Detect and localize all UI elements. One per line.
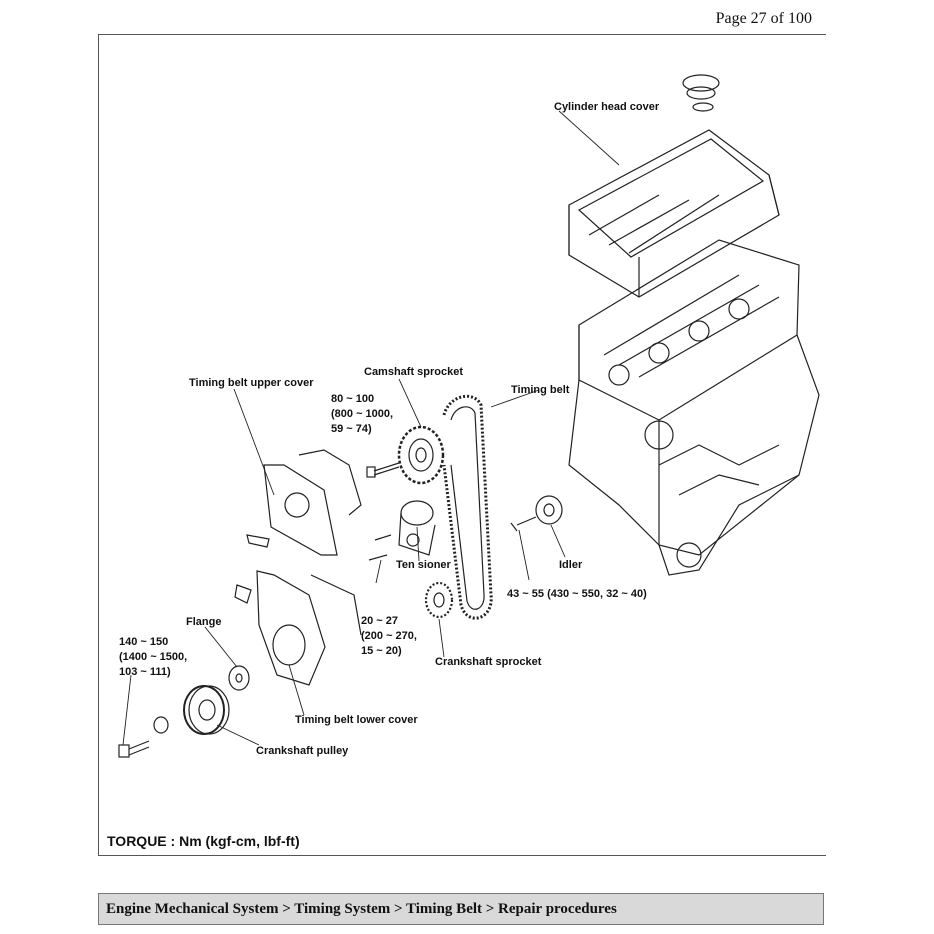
torque-tensioner-line2: (200 ~ 270, [361, 630, 417, 642]
label-camshaft-sprocket: Camshaft sprocket [364, 366, 463, 378]
page-number: Page 27 of 100 [715, 10, 812, 27]
label-cylinder-head-cover: Cylinder head cover [554, 101, 660, 113]
idler [510, 495, 563, 532]
label-crankshaft-sprocket: Crankshaft sprocket [435, 656, 542, 668]
label-crankshaft-pulley: Crankshaft pulley [256, 745, 349, 757]
camshaft-bolt [366, 462, 400, 478]
torque-camshaft-line1: 80 ~ 100 [331, 393, 374, 405]
torque-camshaft-line2: (800 ~ 1000, [331, 408, 393, 420]
crankshaft-pulley [153, 685, 230, 735]
crankshaft-sprocket [424, 581, 454, 619]
label-timing-belt-lower-cover: Timing belt lower cover [295, 714, 418, 726]
exploded-view-figure: Cylinder head cover Timing belt upper co… [98, 34, 826, 856]
timing-belt [442, 394, 493, 620]
cylinder-head-cover [568, 129, 780, 298]
torque-caption: TORQUE : Nm (kgf-cm, lbf-ft) [107, 833, 300, 849]
breadcrumb: Engine Mechanical System > Timing System… [98, 893, 824, 925]
leader-lines [122, 110, 620, 746]
tensioner-bolts [368, 534, 392, 561]
torque-idler: 43 ~ 55 (430 ~ 550, 32 ~ 40) [507, 588, 647, 600]
oil-filler-cap [682, 74, 720, 112]
engine-timing-diagram: Cylinder head cover Timing belt upper co… [118, 74, 820, 758]
flange [228, 665, 250, 691]
label-timing-belt: Timing belt [511, 384, 570, 396]
camshaft-sprocket [397, 425, 445, 485]
torque-crankshaft-line2: (1400 ~ 1500, [119, 651, 187, 663]
torque-tensioner-line1: 20 ~ 27 [361, 615, 398, 627]
engine-block [568, 239, 820, 576]
torque-crankshaft-line1: 140 ~ 150 [119, 636, 168, 648]
torque-camshaft-line3: 59 ~ 74) [331, 423, 372, 435]
label-tensioner: Ten sioner [396, 559, 452, 571]
timing-belt-upper-cover [246, 449, 362, 556]
label-idler: Idler [559, 559, 583, 571]
label-flange: Flange [186, 616, 221, 628]
timing-belt-lower-cover [234, 570, 362, 686]
crankshaft-bolt [118, 740, 150, 758]
torque-tensioner-line3: 15 ~ 20) [361, 645, 402, 657]
label-timing-belt-upper-cover: Timing belt upper cover [189, 377, 314, 389]
tensioner [398, 500, 436, 556]
torque-crankshaft-line3: 103 ~ 111) [119, 666, 171, 678]
